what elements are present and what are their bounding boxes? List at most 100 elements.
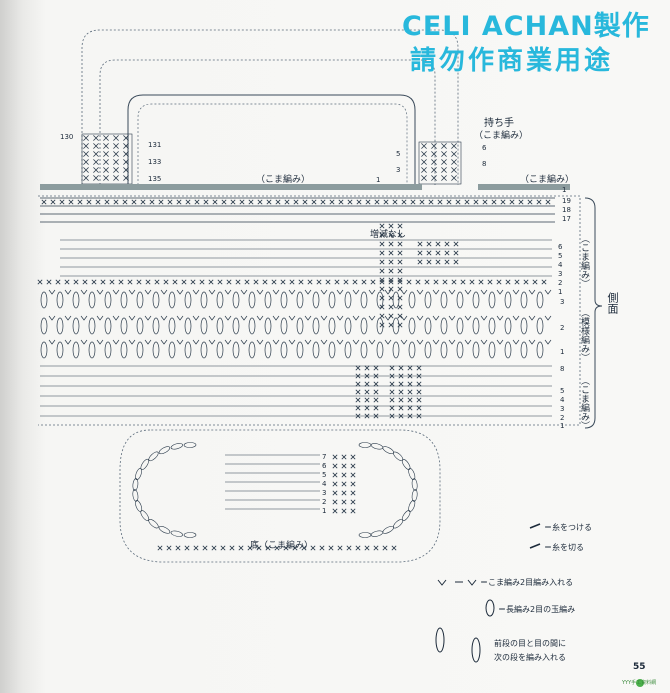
page-number: 55 (633, 662, 646, 672)
sc-stitch-mark (397, 268, 403, 274)
sc-stitch-mark (83, 159, 89, 165)
bottom-row-1: 1 (322, 507, 327, 515)
dc-cluster-mark (40, 317, 48, 335)
sc-stitch-mark (355, 381, 361, 387)
sc-stitch-mark (397, 241, 403, 247)
sc-stitch-mark (203, 199, 209, 205)
sc-stitch-mark (379, 268, 385, 274)
sc-stitch-mark (388, 232, 394, 238)
sc-stitch-mark (509, 199, 515, 205)
sc-stitch-mark (389, 389, 395, 395)
dc-cluster-mark (328, 291, 336, 309)
sc-stitch-mark (350, 463, 356, 469)
sc-stitch-mark (444, 241, 450, 247)
sc-stitch-mark (341, 508, 347, 514)
sc-stitch-mark (364, 389, 370, 395)
sc-stitch-mark (356, 199, 362, 205)
sc-stitch-mark (226, 279, 232, 285)
side-top-row-4: 4 (558, 261, 563, 269)
sc-stitch-mark (514, 279, 520, 285)
sc-stitch-mark (83, 143, 89, 149)
sc-stitch-mark (410, 199, 416, 205)
dc-cluster-mark (312, 291, 320, 309)
sc-stitch-mark (302, 199, 308, 205)
sc-stitch-mark (355, 405, 361, 411)
sc-stitch-mark (401, 199, 407, 205)
legend-symbols (435, 523, 541, 663)
sc-stitch-mark (518, 199, 524, 205)
top-row-bar (40, 184, 422, 190)
sc-stitch-mark (364, 545, 370, 551)
dc-cluster-mark (472, 317, 480, 335)
dc-cluster-mark (120, 341, 128, 359)
sc-stitch-mark (93, 167, 99, 173)
dc-cluster-mark (296, 341, 304, 359)
sc-stitch-mark (149, 199, 155, 205)
sc-stitch-mark (184, 545, 190, 551)
sc-stitch-mark (244, 279, 250, 285)
dc-cluster-mark (504, 291, 512, 309)
side-top-row-17: 17 (562, 215, 571, 223)
right-handle-block (418, 141, 462, 185)
sc-stitch-mark (421, 151, 427, 157)
dc-cluster-mark (360, 291, 368, 309)
sc-stitch-mark (416, 397, 422, 403)
dc-cluster-mark (408, 291, 416, 309)
sc-stitch-mark (478, 279, 484, 285)
sc-stitch-mark (496, 279, 502, 285)
side-body-outline (38, 195, 581, 426)
handle-inner-solid (127, 94, 416, 185)
sc-stitch-mark (397, 322, 403, 328)
sc-stitch-mark (421, 143, 427, 149)
sc-stitch-mark (428, 199, 434, 205)
handle-right-row-6: 6 (482, 144, 487, 152)
sc-stitch-mark (86, 199, 92, 205)
side-top-row-1b: 1 (558, 288, 563, 296)
sc-stitch-mark (37, 279, 43, 285)
side-top-row-3: 3 (558, 270, 563, 278)
sc-stitch-mark (464, 199, 470, 205)
dc-cluster-mark (56, 317, 64, 335)
sc-stitch-mark (379, 286, 385, 292)
sc-stitch-mark (199, 279, 205, 285)
sc-stitch-mark (194, 199, 200, 205)
sc-stitch-mark (364, 413, 370, 419)
sc-stitch-mark (104, 199, 110, 205)
sc-stitch-mark (453, 241, 459, 247)
sc-stitch-mark (491, 199, 497, 205)
sc-stitch-mark (373, 545, 379, 551)
sc-stitch-mark (444, 250, 450, 256)
sc-stitch-mark (391, 545, 397, 551)
sc-rows-bottom (40, 365, 552, 417)
sc-stitch-mark (113, 167, 119, 173)
body-x-columns (355, 223, 459, 419)
dc-cluster-mark (408, 317, 416, 335)
sc-stitch-mark (123, 167, 129, 173)
sc-stitch-mark (388, 279, 394, 285)
sc-stitch-mark (103, 135, 109, 141)
sc-stitch-mark (350, 454, 356, 460)
handle-mid-row-5: 5 (396, 150, 401, 158)
sc-stitch-mark (355, 373, 361, 379)
sc-stitch-mark (379, 250, 385, 256)
sc-stitch-mark (451, 167, 457, 173)
sc-stitch-mark (388, 295, 394, 301)
sc-stitch-mark (421, 167, 427, 173)
dc-cluster-mark (440, 341, 448, 359)
sc-stitch-mark (364, 381, 370, 387)
legend-attach: ＝糸をつける (544, 523, 592, 532)
sc-stitch-mark (373, 413, 379, 419)
sc-stitch-mark (332, 472, 338, 478)
sc-stitch-mark (500, 199, 506, 205)
dc-cluster-mark (40, 291, 48, 309)
sc-stitch-mark (374, 199, 380, 205)
dc-cluster-mark (376, 291, 384, 309)
dc-cluster-mark (168, 341, 176, 359)
sc-stitch-mark (350, 499, 356, 505)
dc-cluster-mark (232, 317, 240, 335)
sc-stitch-mark (82, 279, 88, 285)
watermark-line2: 請勿作商業用途 (410, 46, 614, 76)
sc-stitch-mark (113, 175, 119, 181)
sc-stitch-mark (220, 545, 226, 551)
